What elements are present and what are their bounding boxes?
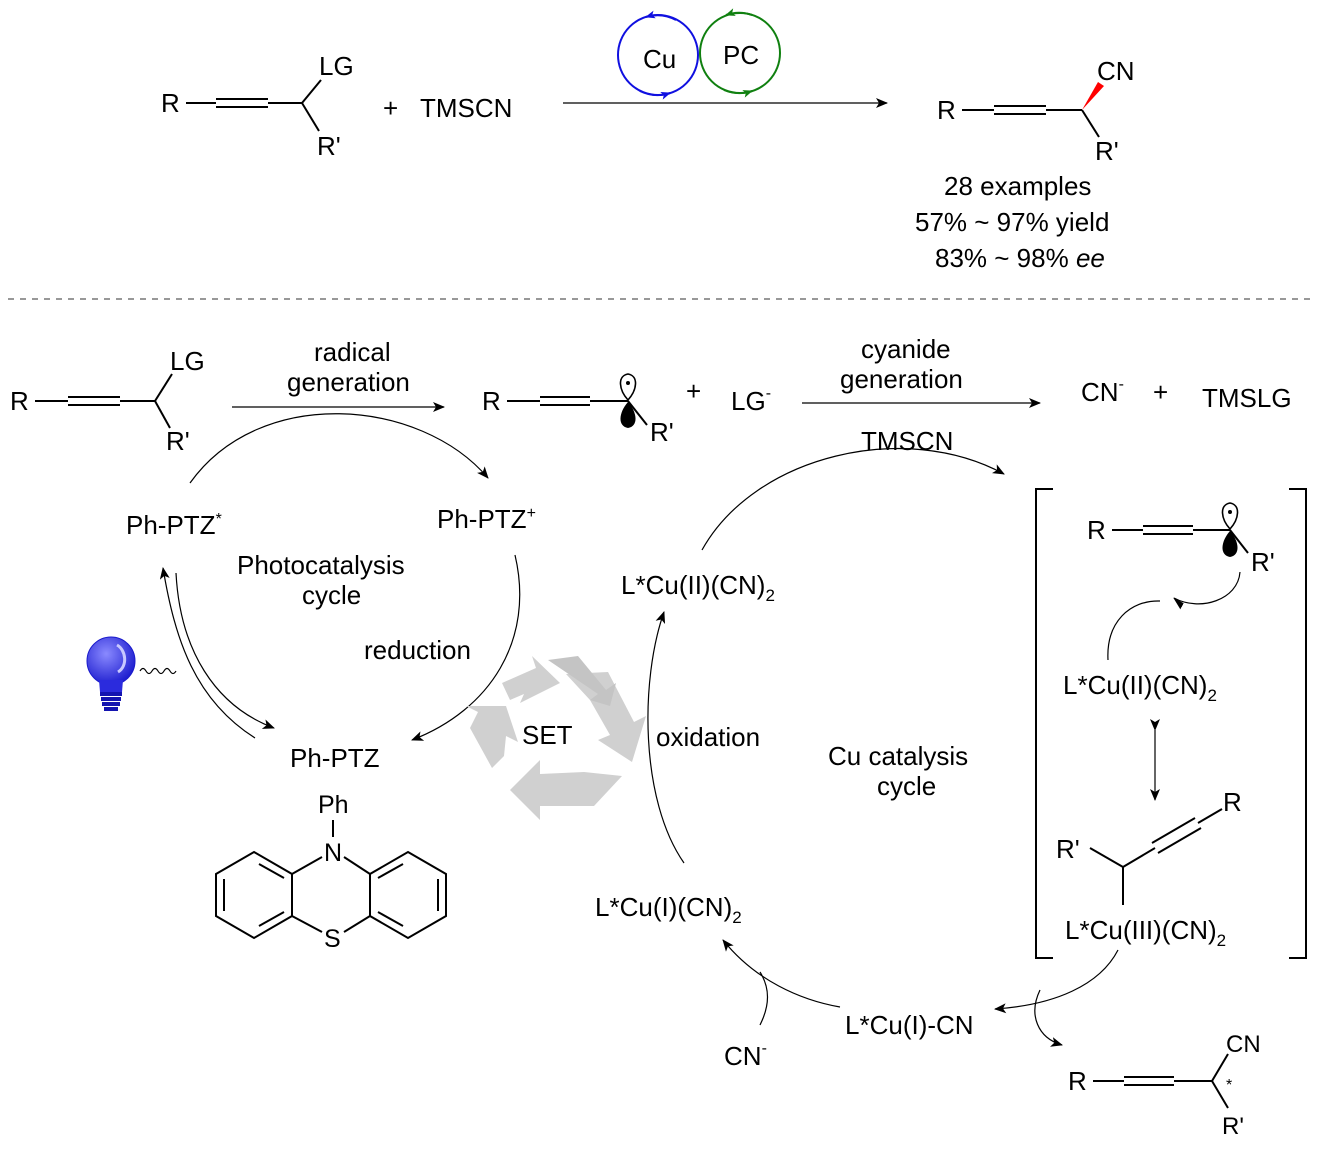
radical-capture-curve: [1107, 600, 1161, 661]
final-r-label: R: [1068, 1066, 1087, 1096]
excitation-arrow: [159, 567, 256, 739]
cu2-top-label: L*Cu(II)(CN)2: [621, 570, 775, 605]
cyanide-generation-line2: generation: [840, 364, 963, 394]
product-top: R CN R': [937, 56, 1135, 166]
yield-range: 57% ~ 97% yield: [915, 207, 1109, 237]
final-cn-label: CN: [1226, 1031, 1261, 1058]
start-r-label: R: [10, 386, 29, 416]
cu1-cn-to-cu1-arrow: [722, 939, 841, 1008]
start-r-prime-label: R': [166, 426, 190, 456]
photocatalysis-title-line1: Photocatalysis: [237, 550, 405, 580]
cu3-r-prime-label: R': [1056, 834, 1080, 864]
relaxation-arrow: [175, 572, 275, 729]
product-release-arrow: [1034, 989, 1063, 1047]
mechanism-substrate: R LG R': [10, 346, 205, 456]
plus-sign-lg: +: [686, 376, 701, 406]
ph-ptz-radical-cation: Ph-PTZ+: [437, 504, 536, 534]
bracket-radical-r-label: R: [1087, 515, 1106, 545]
radical-r-label: R: [482, 386, 501, 416]
reduction-label: reduction: [364, 635, 471, 665]
stereo-wedge: [1082, 82, 1104, 110]
reductive-elimination-arrow: [994, 949, 1119, 1014]
cn-entry-curve: [759, 971, 769, 1026]
cu-cycle-title-line1: Cu catalysis: [828, 741, 968, 771]
tmscn-arrow: [701, 448, 1005, 551]
substrate-top: R LG R': [161, 51, 354, 161]
substrate-lg-label: LG: [319, 51, 354, 81]
cn-anion-label: CN-: [724, 1040, 767, 1071]
intermediate-bracket: [1035, 488, 1307, 959]
cu-label: Cu: [643, 44, 676, 74]
cyanide-generation-line1: cyanide: [861, 334, 951, 364]
oxidation-arrow: [647, 611, 685, 864]
ee-range: 83% ~ 98% ee: [935, 243, 1105, 273]
final-product: R CN R' *: [1068, 1031, 1261, 1140]
ph-ptz-ground: Ph-PTZ: [290, 743, 380, 773]
product-r-prime-label: R': [1095, 136, 1119, 166]
substrate-r-prime-label: R': [317, 131, 341, 161]
photocycle-top-arrow: [189, 413, 489, 484]
lg-anion: LG-: [731, 385, 771, 416]
radical-generation-line2: generation: [287, 367, 410, 397]
tmslg-label: TMSLG: [1202, 383, 1292, 413]
substrate-r-label: R: [161, 88, 180, 118]
light-wave-icon: [139, 667, 177, 675]
tmscn-label: TMSCN: [861, 426, 953, 456]
cyanide-anion: CN-: [1081, 376, 1124, 407]
cu-cycle-title-line2: cycle: [877, 771, 936, 801]
reduction-arrow: [411, 554, 521, 741]
cu3-r-label: R: [1223, 787, 1242, 817]
cu3-complex: R' R L*Cu(III)(CN)2: [1056, 787, 1242, 950]
set-label: SET: [522, 720, 573, 750]
phenothiazine-structure: Ph N S: [215, 791, 447, 953]
set-recycle-icon: [466, 656, 646, 820]
pc-label: PC: [723, 40, 759, 70]
radical-r-prime-label: R': [650, 417, 674, 447]
bracket-radical-r-prime-label: R': [1251, 547, 1275, 577]
start-lg-label: LG: [170, 346, 205, 376]
final-r-prime-label: R': [1222, 1113, 1244, 1140]
propargyl-radical: R R': [482, 373, 674, 447]
oxidation-label: oxidation: [656, 722, 760, 752]
cu1-label: L*Cu(I)(CN)2: [595, 892, 742, 927]
cu-catalyst-circle: Cu: [617, 10, 699, 100]
radical-capture-arrow: [1173, 571, 1241, 610]
bracket-cu2-label: L*Cu(II)(CN)2: [1063, 670, 1217, 705]
cu3-label: L*Cu(III)(CN)2: [1065, 915, 1226, 950]
photocatalysis-title-line2: cycle: [302, 580, 361, 610]
bracket-radical: R R': [1087, 502, 1275, 577]
sulfur-label: S: [324, 925, 341, 953]
examples-count: 28 examples: [944, 171, 1091, 201]
ph-ptz-excited: Ph-PTZ*: [126, 510, 222, 540]
stereocenter-star: *: [1226, 1077, 1232, 1094]
nitrogen-label: N: [324, 839, 342, 867]
cu1-cn-label: L*Cu(I)-CN: [845, 1010, 974, 1040]
plus-sign-top: +: [383, 93, 398, 123]
pc-catalyst-circle: PC: [699, 8, 781, 98]
reagent-tmscn: TMSCN: [420, 93, 512, 123]
radical-generation-line1: radical: [314, 337, 391, 367]
ph-substituent-label: Ph: [318, 791, 349, 819]
plus-sign-cn: +: [1153, 377, 1168, 407]
light-bulb-icon: [86, 636, 177, 711]
product-r-label: R: [937, 95, 956, 125]
product-cn-label: CN: [1097, 56, 1135, 86]
